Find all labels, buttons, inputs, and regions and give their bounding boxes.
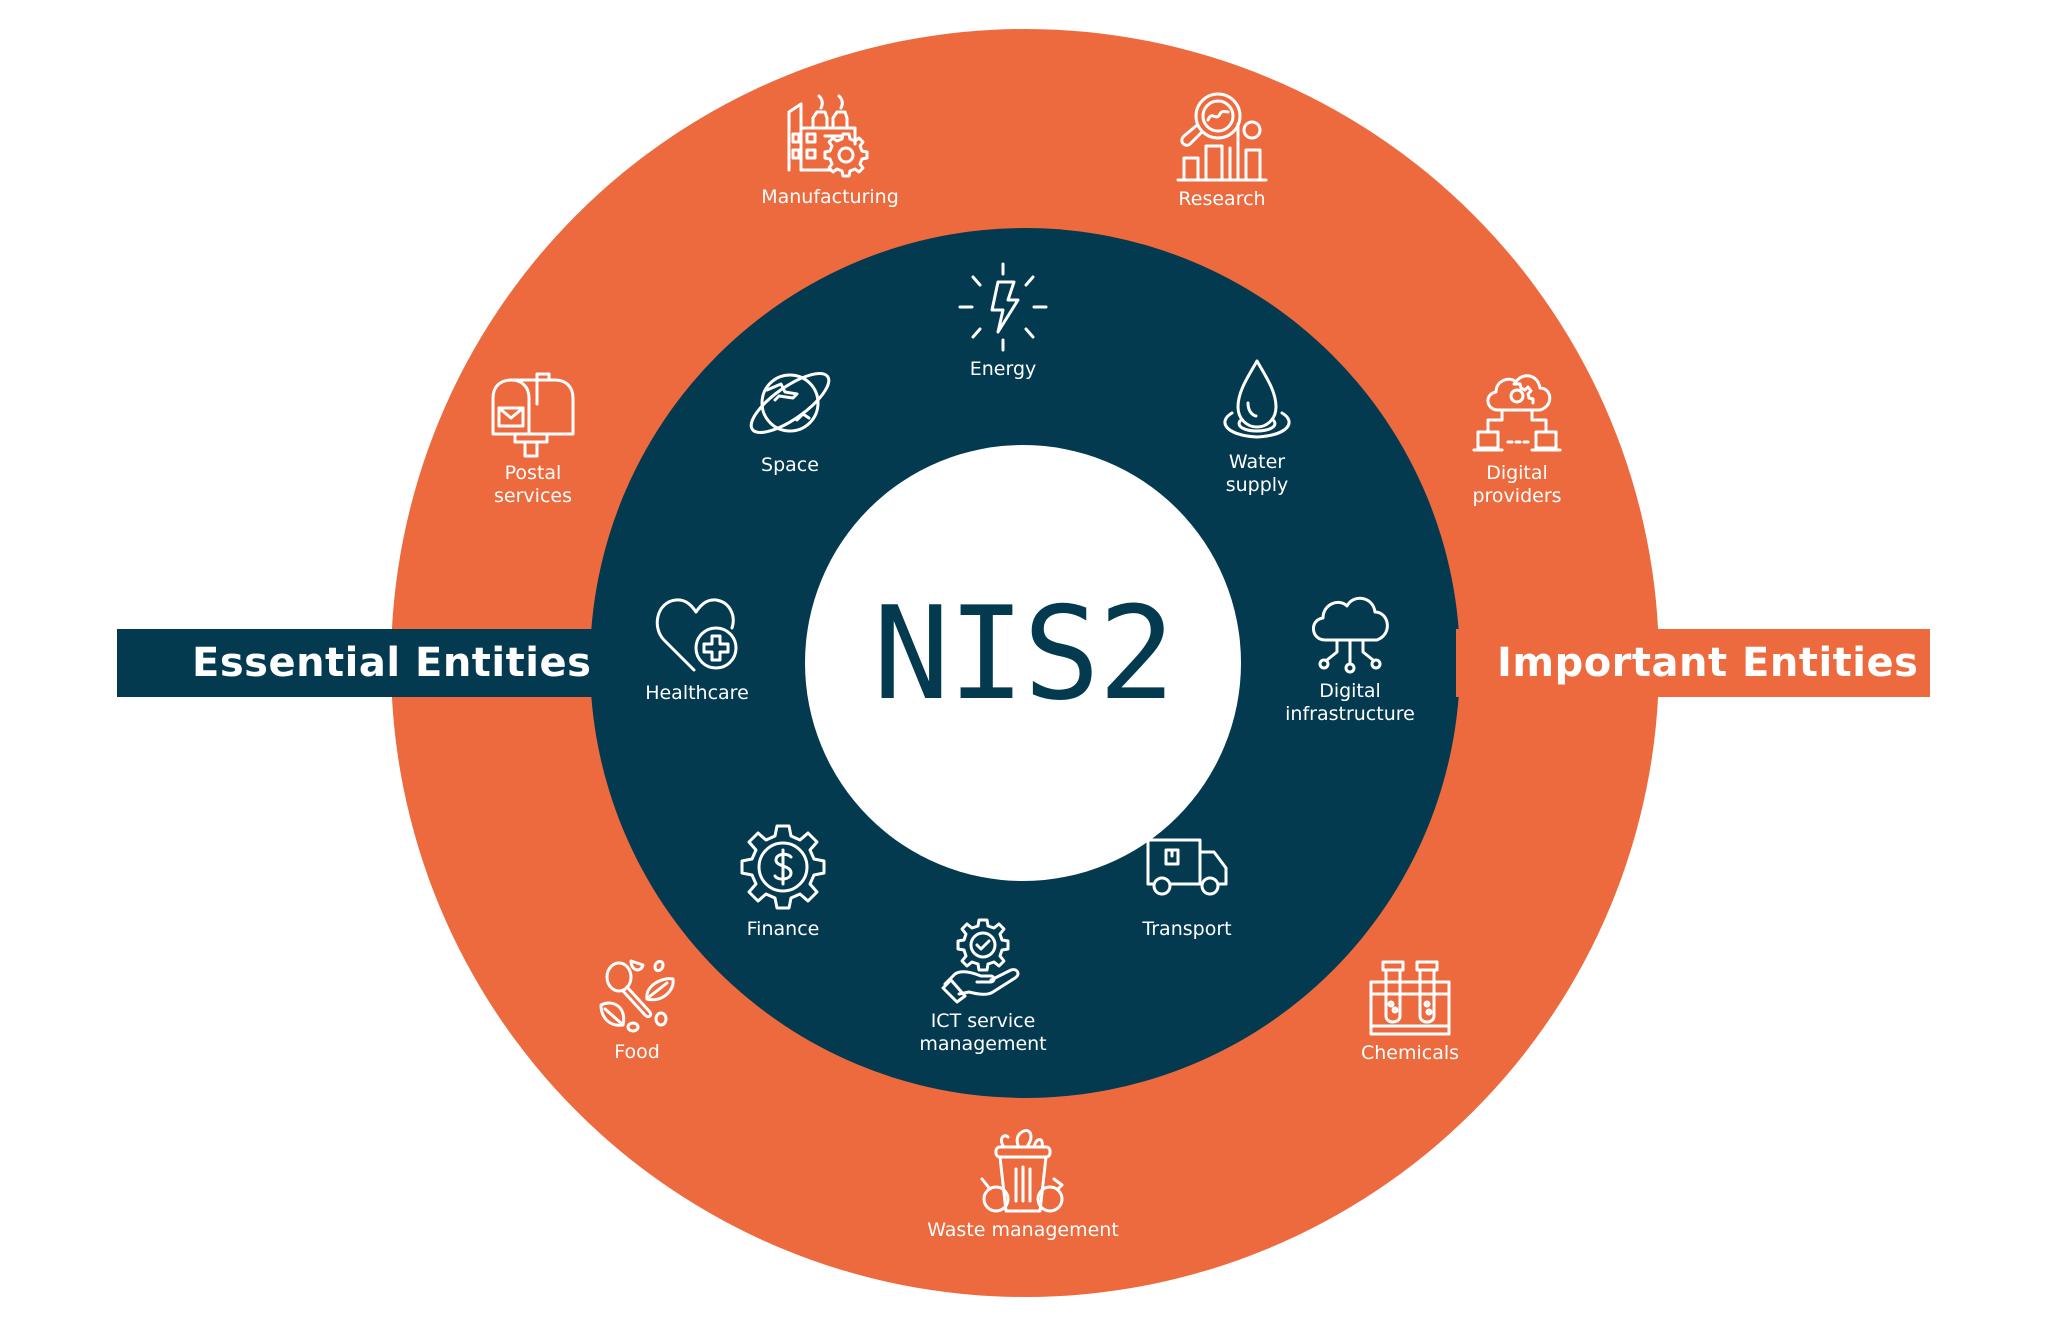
sector-label: Research xyxy=(1178,188,1266,210)
sector-label: Transport xyxy=(1142,918,1232,940)
heart-plus-icon xyxy=(655,598,738,672)
sector-digital-providers: Digital providers xyxy=(1407,370,1627,508)
sector-digital-infrastructure: Digital infrastructure xyxy=(1240,590,1460,726)
test-tubes-icon xyxy=(1369,960,1451,1036)
sector-label: Digital xyxy=(1486,462,1548,484)
sector-label: infrastructure xyxy=(1285,703,1415,725)
sector-waste-management: Waste management xyxy=(913,1127,1133,1242)
sector-energy: Energy xyxy=(893,262,1113,381)
sector-food: Food xyxy=(527,955,747,1064)
nis2-title: NIS2 xyxy=(872,580,1175,729)
spoon-leaves-icon xyxy=(599,959,675,1033)
delivery-truck-icon xyxy=(1146,838,1228,896)
sector-transport: Transport xyxy=(1077,838,1297,941)
lightning-bolt-icon xyxy=(958,262,1048,352)
sector-postal-services: Postal services xyxy=(423,372,643,508)
sector-label: supply xyxy=(1225,474,1289,496)
sector-label: Water xyxy=(1228,451,1286,473)
nis2-center-circle xyxy=(805,445,1241,881)
water-drop-icon xyxy=(1223,359,1291,439)
mailbox-icon xyxy=(491,372,575,458)
sector-chemicals: Chemicals xyxy=(1300,960,1520,1065)
sector-ict-service-management: ICT service management xyxy=(873,918,1093,1056)
sector-label: Energy xyxy=(969,358,1037,380)
important-entities-banner: Important Entities xyxy=(1456,629,1930,697)
sector-label: providers xyxy=(1472,485,1562,507)
sector-label: Finance xyxy=(746,918,820,940)
sector-label: Postal xyxy=(504,462,562,484)
sector-label: Space xyxy=(761,454,819,476)
planet-icon xyxy=(749,372,831,434)
factory-gear-icon xyxy=(787,94,869,178)
sector-label: Food xyxy=(614,1041,660,1063)
gear-hand-icon xyxy=(941,918,1020,1004)
cloud-network-icon xyxy=(1312,596,1389,674)
sector-research: Research xyxy=(1112,92,1332,211)
sector-label: Chemicals xyxy=(1360,1042,1460,1064)
sector-label: ICT service xyxy=(930,1010,1036,1032)
cloud-laptops-icon xyxy=(1472,374,1562,452)
sector-space: Space xyxy=(680,358,900,477)
magnifier-chart-icon xyxy=(1176,92,1268,182)
gear-dollar-icon xyxy=(740,824,826,910)
sector-healthcare: Healthcare xyxy=(587,592,807,705)
sector-label: Waste management xyxy=(927,1219,1119,1241)
sector-manufacturing: Manufacturing xyxy=(720,94,940,209)
trash-bin-icon xyxy=(980,1129,1064,1213)
essential-entities-banner: Essential Entities xyxy=(117,629,594,697)
sector-label: Manufacturing xyxy=(761,186,899,208)
sector-label: Digital xyxy=(1319,680,1381,702)
sector-label: services xyxy=(494,485,572,507)
sector-label: management xyxy=(919,1033,1047,1055)
sector-finance: Finance xyxy=(673,822,893,941)
sector-water-supply: Water supply xyxy=(1147,355,1367,497)
sector-label: Healthcare xyxy=(645,682,749,704)
